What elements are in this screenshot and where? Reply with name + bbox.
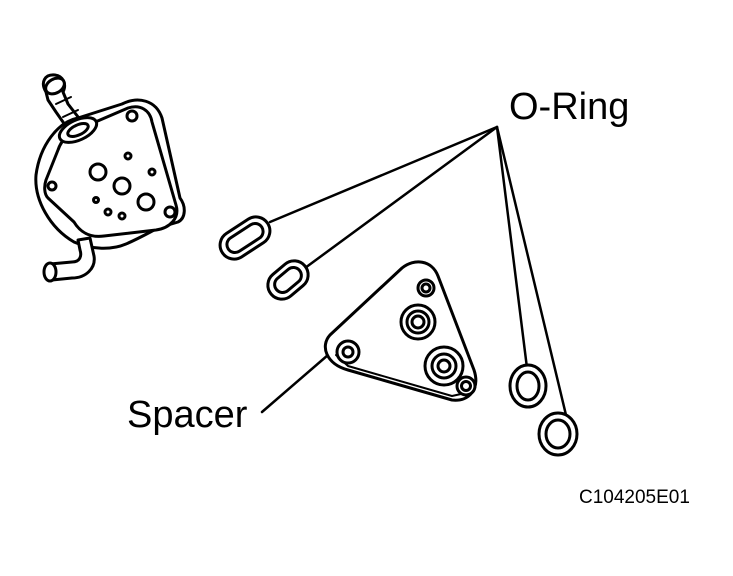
o-rings bbox=[215, 212, 577, 455]
upper-pipe-end bbox=[43, 75, 67, 97]
cooler-port bbox=[90, 164, 106, 180]
leader-line-oring-4 bbox=[497, 127, 566, 415]
o-ring-3 bbox=[510, 365, 546, 407]
spacer-plate bbox=[325, 262, 475, 400]
o-ring-1 bbox=[215, 212, 276, 265]
o-ring-4 bbox=[539, 413, 577, 455]
leader-line-spacer bbox=[262, 355, 328, 412]
leader-lines bbox=[262, 127, 566, 415]
spacer-bolt-hole bbox=[337, 341, 359, 363]
figure-code: C104205E01 bbox=[579, 487, 690, 508]
o-ring-2 bbox=[262, 255, 314, 305]
cooler-bolt-hole bbox=[127, 111, 137, 121]
leader-line-oring-1 bbox=[270, 127, 497, 222]
o-ring-label: O-Ring bbox=[509, 86, 630, 128]
spacer-label: Spacer bbox=[127, 394, 248, 436]
leader-line-oring-3 bbox=[497, 127, 527, 368]
lower-pipe-end bbox=[44, 263, 56, 281]
oil-cooler-assembly bbox=[36, 75, 184, 281]
leader-line-oring-2 bbox=[305, 127, 497, 268]
